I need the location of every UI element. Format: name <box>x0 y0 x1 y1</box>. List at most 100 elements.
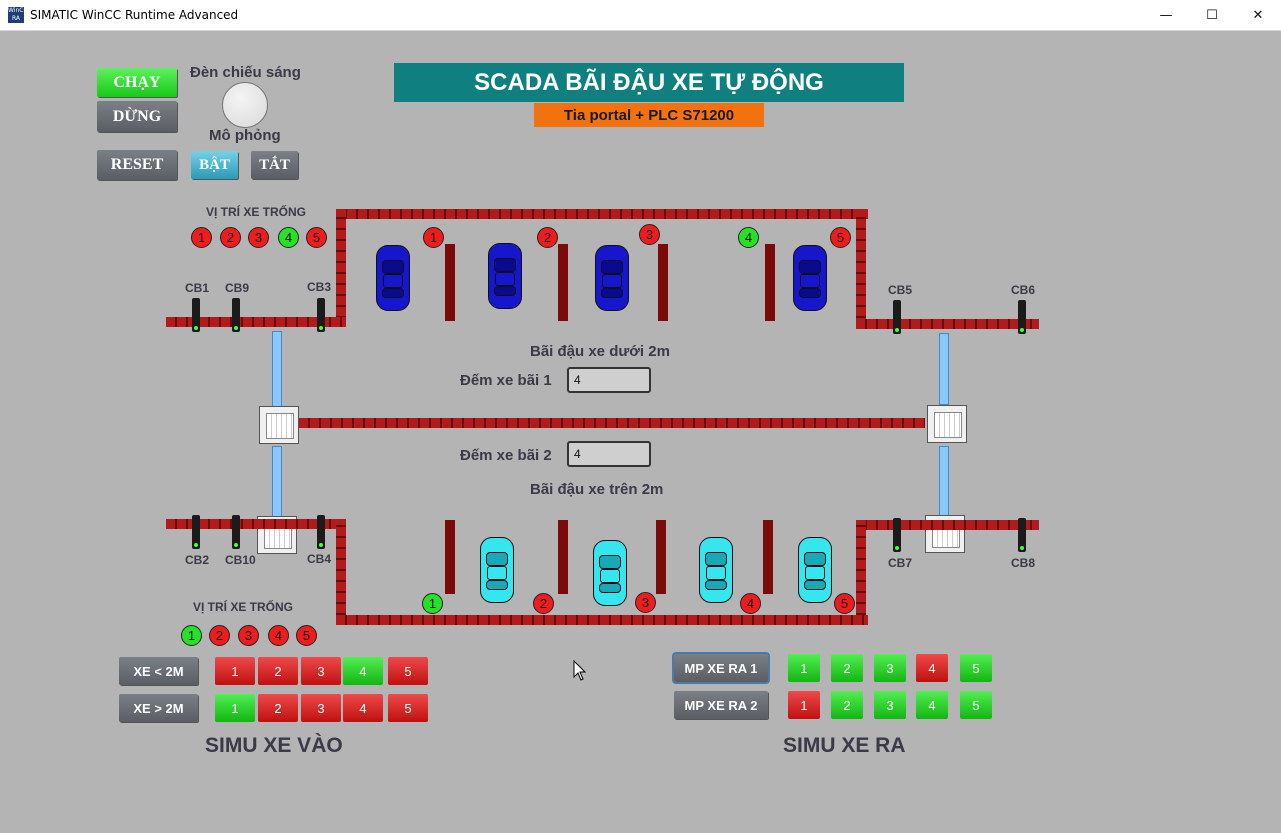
upper-divider <box>558 244 568 321</box>
barrier-pole <box>939 333 949 405</box>
lower-lot-name: Bãi đậu xe trên 2m <box>530 481 664 498</box>
barrier-pole <box>272 446 282 520</box>
upper-free-1: 1 <box>191 227 212 248</box>
sensor-cb10-label: CB10 <box>225 553 256 567</box>
sensor-cb8 <box>1018 518 1026 552</box>
sensor-cb3 <box>317 298 325 332</box>
lower-free-3: 3 <box>238 625 259 646</box>
upper-divider <box>658 244 668 321</box>
simulation-label: Mô phỏng <box>209 127 281 144</box>
minimize-button[interactable]: — <box>1159 8 1173 23</box>
sensor-cb10 <box>232 515 240 549</box>
upper-count-label: Đếm xe bãi 1 <box>460 372 552 389</box>
entry-wall-bottom-left <box>166 519 346 529</box>
lower-free-5: 5 <box>296 625 317 646</box>
sim-in-row1-1[interactable]: 1 <box>215 657 255 685</box>
lower-count-field[interactable]: 4 <box>567 441 651 467</box>
sim-out-row2-4[interactable]: 4 <box>916 691 948 719</box>
lamp-off-button[interactable]: TẮT <box>251 151 298 179</box>
sim-out-row1-2[interactable]: 2 <box>831 654 863 682</box>
sim-in-row2-3[interactable]: 3 <box>301 694 341 722</box>
lower-slot-1: 1 <box>422 593 443 614</box>
sim-out-row1-5[interactable]: 5 <box>960 654 992 682</box>
sim-out-row2-2[interactable]: 2 <box>831 691 863 719</box>
upper-car-5 <box>793 245 827 311</box>
exit-gate-motor <box>927 405 967 443</box>
lower-slot-2: 2 <box>533 593 554 614</box>
lower-slot-3: 3 <box>635 592 656 613</box>
sensor-cb2-label: CB2 <box>185 553 210 567</box>
lower-car-4 <box>699 537 733 603</box>
reset-button[interactable]: RESET <box>97 150 177 180</box>
upper-lot-wall-right <box>856 209 866 327</box>
upper-lot-wall-top <box>336 209 868 219</box>
upper-slot-3: 3 <box>639 224 660 245</box>
sensor-cb3-label: CB3 <box>307 280 332 294</box>
exit-wall-top-right <box>856 319 1039 329</box>
sim-in-title: SIMU XE VÀO <box>205 734 343 757</box>
sim-in-under-2m-button[interactable]: XE < 2M <box>119 657 198 685</box>
stop-button[interactable]: DỪNG <box>97 101 177 132</box>
lamp-indicator <box>222 82 268 128</box>
entry-gate-motor <box>259 406 299 444</box>
hmi-screen: SCADA BÃI ĐẬU XE TỰ ĐỘNG Tia portal + PL… <box>1 32 1280 831</box>
lower-lot-wall-right <box>856 520 866 624</box>
sensor-cb7 <box>893 518 901 552</box>
sim-out-lot1-button[interactable]: MP XE RA 1 <box>672 652 770 684</box>
upper-count-field[interactable]: 4 <box>567 367 651 393</box>
sensor-cb1 <box>192 298 200 332</box>
upper-slot-5: 5 <box>830 227 851 248</box>
window-title: SIMATIC WinCC Runtime Advanced <box>30 8 239 22</box>
sim-out-row1-4[interactable]: 4 <box>916 654 948 682</box>
upper-free-5: 5 <box>306 227 327 248</box>
sim-in-row2-5[interactable]: 5 <box>388 694 428 722</box>
barrier-pole <box>939 446 949 518</box>
lower-lot-wall-left <box>336 519 346 624</box>
sim-out-title: SIMU XE RA <box>783 734 906 757</box>
sensor-cb5 <box>893 300 901 334</box>
upper-slot-2: 2 <box>537 227 558 248</box>
sim-in-row1-2[interactable]: 2 <box>258 657 298 685</box>
sim-out-row2-3[interactable]: 3 <box>874 691 906 719</box>
lower-free-label: VỊ TRÍ XE TRỐNG <box>193 600 294 614</box>
upper-car-1 <box>376 245 410 311</box>
upper-divider <box>765 244 775 321</box>
upper-slot-4: 4 <box>738 227 759 248</box>
sensor-cb6 <box>1018 300 1026 334</box>
close-button[interactable]: ✕ <box>1252 8 1264 23</box>
run-button[interactable]: CHẠY <box>97 68 177 97</box>
lower-car-3 <box>593 540 627 606</box>
sensor-cb7-label: CB7 <box>888 556 913 570</box>
maximize-button[interactable]: ☐ <box>1206 8 1218 23</box>
lamp-label: Đèn chiếu sáng <box>190 64 301 81</box>
sim-in-row2-2[interactable]: 2 <box>258 694 298 722</box>
upper-free-4: 4 <box>278 227 299 248</box>
mouse-cursor-icon <box>573 660 587 681</box>
sim-in-over-2m-button[interactable]: XE > 2M <box>119 694 198 722</box>
upper-slot-1: 1 <box>423 227 444 248</box>
upper-lot-name: Bãi đậu xe dưới 2m <box>530 343 670 360</box>
sim-in-row1-4[interactable]: 4 <box>343 657 383 685</box>
sim-in-row1-5[interactable]: 5 <box>388 657 428 685</box>
sensor-cb9-label: CB9 <box>225 281 250 295</box>
sim-in-row2-4[interactable]: 4 <box>343 694 383 722</box>
entry-wall-top-left <box>166 317 346 327</box>
sim-in-row2-1[interactable]: 1 <box>215 694 255 722</box>
sim-out-lot2-button[interactable]: MP XE RA 2 <box>674 691 768 719</box>
sim-in-row1-3[interactable]: 3 <box>301 657 341 685</box>
lower-count-label: Đếm xe bãi 2 <box>460 447 552 464</box>
page-subtitle: Tia portal + PLC S71200 <box>534 103 764 127</box>
sensor-cb6-label: CB6 <box>1011 283 1036 297</box>
lower-divider <box>763 520 773 594</box>
wincc-app-icon: WinCC RA <box>8 7 28 23</box>
upper-free-2: 2 <box>220 227 241 248</box>
upper-car-2 <box>488 243 522 309</box>
sim-out-row1-3[interactable]: 3 <box>874 654 906 682</box>
lower-car-2 <box>480 537 514 603</box>
sim-out-row2-1[interactable]: 1 <box>788 691 820 719</box>
lower-divider <box>656 520 666 594</box>
sim-out-row1-1[interactable]: 1 <box>788 654 820 682</box>
sim-out-row2-5[interactable]: 5 <box>960 691 992 719</box>
lower-slot-5: 5 <box>834 593 855 614</box>
lamp-on-button[interactable]: BẬT <box>191 151 238 179</box>
